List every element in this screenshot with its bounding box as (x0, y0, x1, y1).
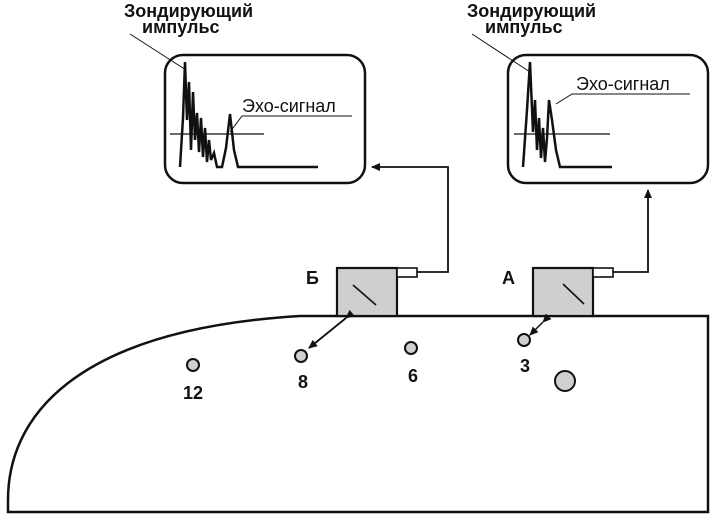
left-pulse-label-line1: Зондирующий (124, 1, 253, 21)
probe-a-crystal (562, 283, 585, 305)
right-pulse-label-line1: Зондирующий (467, 1, 596, 21)
right-echo-leader-line (555, 93, 690, 105)
defect-12: 12 (183, 358, 203, 403)
defect-8-label: 8 (298, 372, 308, 392)
defect-6-label: 6 (408, 366, 418, 386)
right-flaw-detector-screen: Зондирующий импульс Эхо-сигнал (467, 1, 710, 185)
left-pulse-label-line2: импульс (142, 17, 220, 37)
probe-b-label: Б (306, 268, 319, 288)
left-flaw-detector-screen: Зондирующий импульс Эхо-сигнал (124, 1, 367, 185)
defect-12-hole (186, 358, 200, 372)
defect-6-hole (404, 341, 418, 355)
defect-3: 3 (517, 333, 531, 376)
probe-a-label: А (502, 268, 515, 288)
defect-8-hole (294, 349, 308, 363)
probe-b-connector (396, 267, 418, 278)
left-screen-frame (163, 53, 367, 185)
probe-b-cable-arrow (371, 163, 449, 273)
sound-path-probe-a-to-defect-3 (529, 313, 552, 336)
probe-b: Б (306, 266, 418, 318)
right-echo-label: Эхо-сигнал (576, 74, 670, 94)
left-echo-leader-line (229, 115, 352, 133)
right-pulse-label-line2: импульс (485, 17, 563, 37)
probe-a: А (502, 266, 614, 318)
right-screen-frame (506, 53, 710, 185)
right-pulse-leader-line (471, 33, 531, 73)
defect-12-label: 12 (183, 383, 203, 403)
defect-8: 8 (294, 349, 308, 392)
probe-b-crystal (352, 284, 377, 306)
probe-a-cable-arrow (613, 189, 652, 273)
probe-b-body (335, 266, 399, 318)
sound-path-probe-b-to-defect-8 (308, 309, 355, 349)
probe-a-body (531, 266, 595, 318)
test-object-body (6, 314, 710, 514)
left-pulse-leader-line (129, 33, 187, 71)
defect-large-hole (554, 370, 576, 392)
left-screen-trace (178, 61, 318, 169)
left-echo-label: Эхо-сигнал (242, 96, 336, 116)
defect-3-hole (517, 333, 531, 347)
defect-6: 6 (404, 341, 418, 386)
probe-a-connector (592, 267, 614, 278)
right-screen-trace (521, 61, 612, 169)
defect-3-label: 3 (520, 356, 530, 376)
